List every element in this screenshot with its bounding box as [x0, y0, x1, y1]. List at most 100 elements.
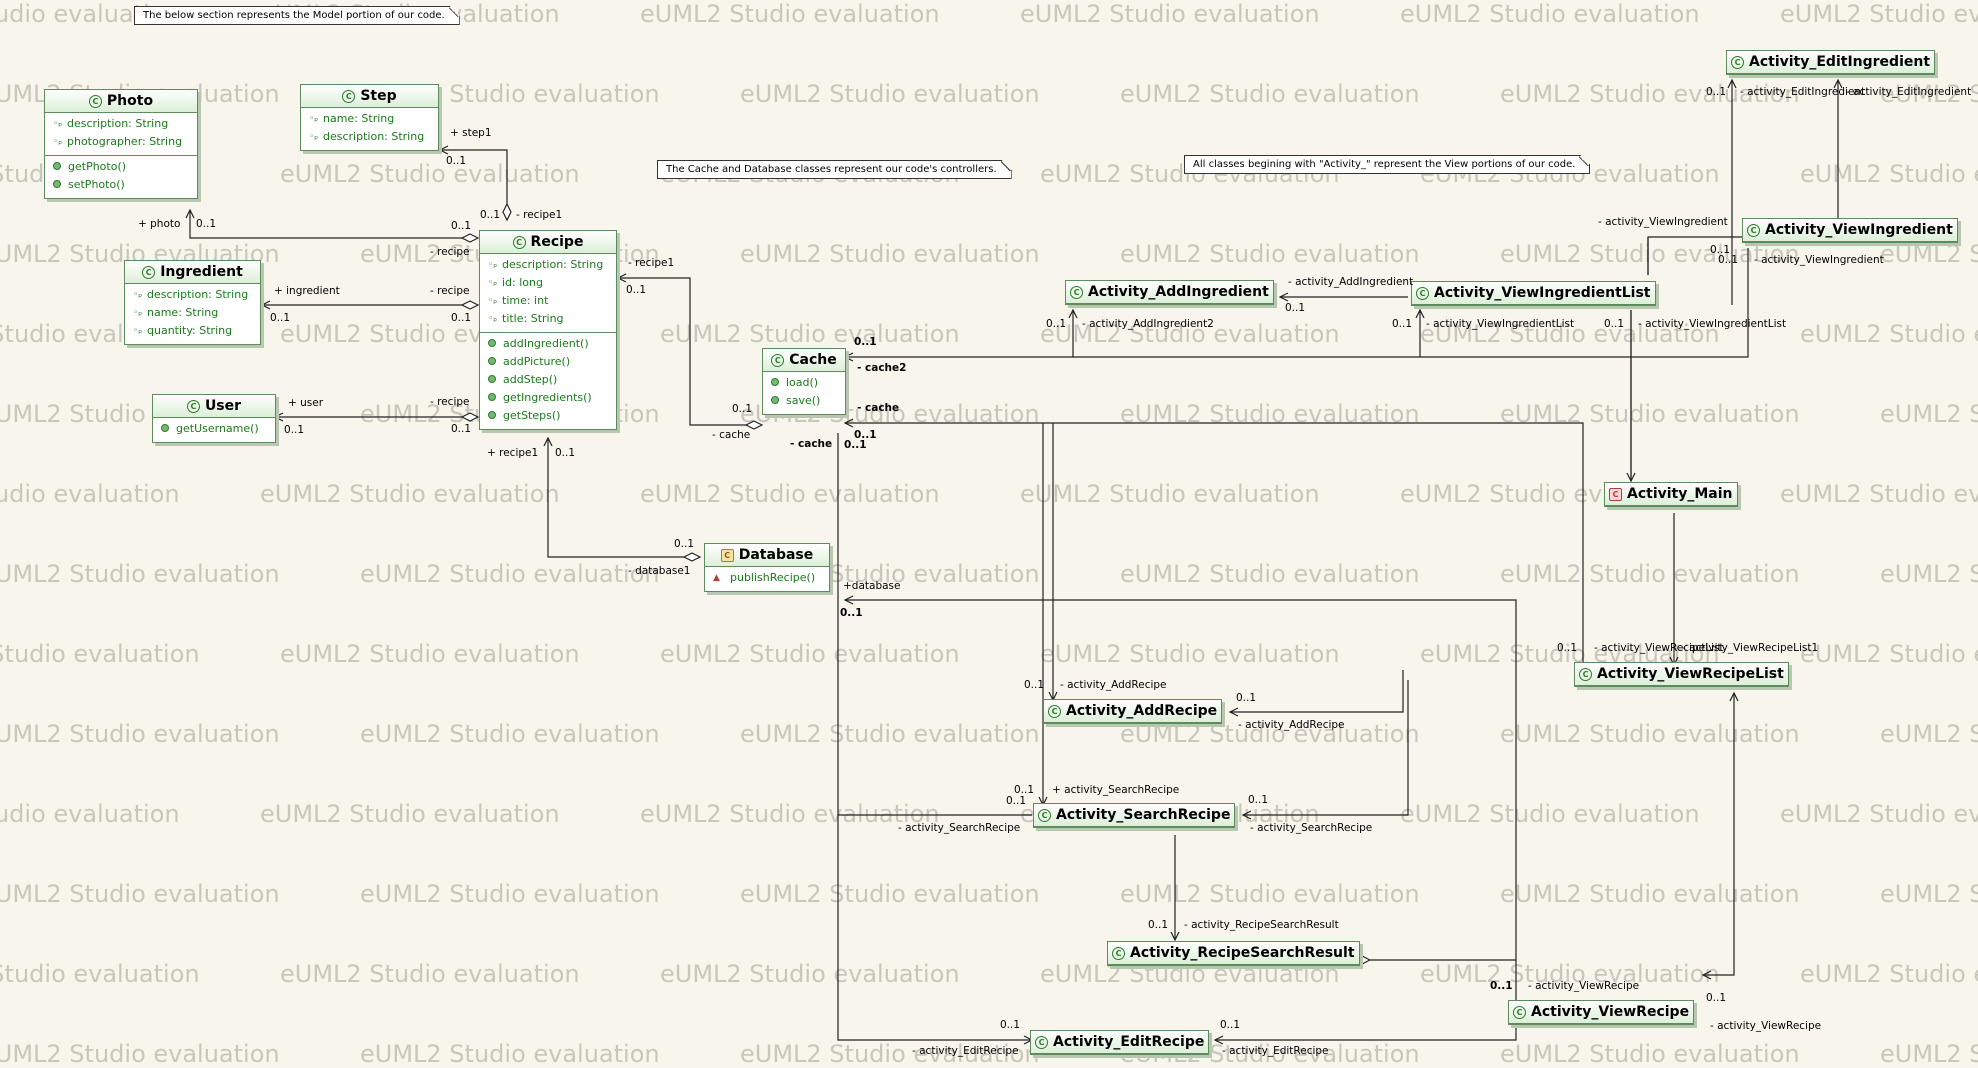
edge-cache-viewrecipelist	[845, 422, 1584, 670]
watermark-text: eUML2 Studio evaluation	[660, 640, 960, 668]
role-label: - activity_EditRecipe	[912, 1045, 1019, 1057]
class-icon: C	[186, 400, 200, 413]
role-label: + step1	[450, 127, 492, 139]
multiplicity-label: 0..1	[1024, 679, 1045, 691]
watermark-text: eUML2 Studio evaluation	[0, 640, 200, 668]
watermark-text: eUML2 Studio evaluation	[1500, 80, 1800, 108]
class-name: Activity_ViewIngredient	[1765, 222, 1953, 238]
attribute-icon: ◦ₚ	[488, 260, 498, 270]
watermark-text: eUML2 Studio evaluation	[1780, 800, 1978, 828]
watermark-text: eUML2 Studio evaluation	[1400, 800, 1700, 828]
role-label: - activity_EditRecipe	[1222, 1045, 1329, 1057]
watermark-text: eUML2 Studio evaluation	[1020, 0, 1320, 28]
role-label: - activity_ViewIngredient	[1754, 254, 1884, 266]
multiplicity-label: 0..1	[480, 209, 501, 221]
diamond-recipe-photo	[460, 233, 480, 243]
class-name: Activity_Main	[1627, 486, 1733, 502]
multiplicity-label: 0..1	[1006, 795, 1027, 807]
class-name: Cache	[789, 352, 837, 368]
method: publishRecipe()	[730, 571, 816, 584]
note-controllers: The Cache and Database classes represent…	[657, 160, 1012, 179]
role-label: - activity_SearchRecipe	[898, 822, 1021, 834]
role-label: - activity_EditIngredient	[1846, 86, 1972, 98]
watermark-text: eUML2 Studio evaluation	[740, 240, 1040, 268]
arrow-editingredient	[1727, 78, 1737, 89]
attribute-icon: ◦ₚ	[488, 278, 498, 288]
role-label: - activity_ViewIngredientList	[1638, 318, 1787, 330]
class-name: Activity_EditRecipe	[1053, 1034, 1205, 1050]
watermark-text: eUML2 Studio evaluation	[1420, 320, 1720, 348]
watermark-text: eUML2 Studio evaluation	[1880, 400, 1978, 428]
watermark-text: eUML2 Studio evaluation	[1120, 720, 1420, 748]
attribute: name: String	[323, 112, 395, 125]
edge-cache-editrecipe	[837, 433, 1032, 1041]
role-label: - cache	[712, 429, 751, 441]
role-label: - recipe	[430, 285, 470, 297]
watermark-text: eUML2 Studio evaluation	[1800, 640, 1978, 668]
watermark-text: eUML2 Studio evaluation	[1880, 720, 1978, 748]
edge-database-activities	[845, 599, 1517, 1030]
watermark-text: eUML2 Studio evaluation	[1880, 240, 1978, 268]
watermark-text: eUML2 Studio evaluation	[660, 960, 960, 988]
method-icon	[161, 424, 169, 432]
role-label: + recipe1	[487, 447, 539, 459]
method: addStep()	[503, 373, 558, 386]
class-icon: C	[1070, 286, 1083, 299]
class-name: Activity_ViewRecipeList	[1597, 666, 1784, 682]
class-name: Database	[738, 547, 814, 563]
edge-recipe-photo	[189, 210, 478, 239]
watermark-text: eUML2 Studio evaluation	[740, 880, 1040, 908]
class-name: Activity_SearchRecipe	[1056, 807, 1231, 823]
edge-viewrecipelist-addrecipe	[1230, 670, 1404, 713]
arrow-result	[1170, 931, 1180, 942]
arrow-cache-b	[843, 418, 854, 428]
note-model: The below section represents the Model p…	[134, 6, 460, 25]
watermark-text: eUML2 Studio evaluation	[1040, 640, 1340, 668]
watermark-text: eUML2 Studio evaluation	[280, 160, 580, 188]
diamond-recipe-user	[460, 412, 480, 422]
watermark-text: eUML2 Studio evaluation	[0, 720, 280, 748]
role-label: - activity_AddRecipe	[1238, 719, 1345, 731]
arrow-main	[1626, 472, 1636, 483]
attribute: photographer: String	[67, 135, 183, 148]
watermark-text: eUML2 Studio evaluation	[360, 720, 660, 748]
multiplicity-label: 0..1	[1014, 784, 1035, 796]
arrow-step	[438, 145, 449, 155]
watermark-text: eUML2 Studio evaluation	[1800, 160, 1978, 188]
attribute: id: long	[502, 276, 543, 289]
watermark-text: eUML2 Studio evaluation	[640, 0, 940, 28]
class-name: Photo	[106, 93, 154, 109]
method-icon	[771, 378, 779, 386]
watermark-text: eUML2 Studio evaluation	[280, 960, 580, 988]
method-icon	[488, 375, 496, 383]
attribute-icon: ◦ₚ	[488, 314, 498, 324]
class-final-icon: C	[720, 549, 734, 562]
method: getIngredients()	[503, 391, 592, 404]
role-label: + activity_SearchRecipe	[1052, 784, 1180, 796]
class-icon: C	[1416, 287, 1429, 300]
role-label: - activity_AddIngredient	[1288, 276, 1414, 288]
class-name: User	[204, 398, 242, 414]
multiplicity-label: 0..1	[1148, 919, 1169, 931]
arrow-db	[843, 595, 854, 605]
multiplicity-label: 0..1	[732, 403, 753, 415]
multiplicity-label: 0..1	[1236, 692, 1257, 704]
